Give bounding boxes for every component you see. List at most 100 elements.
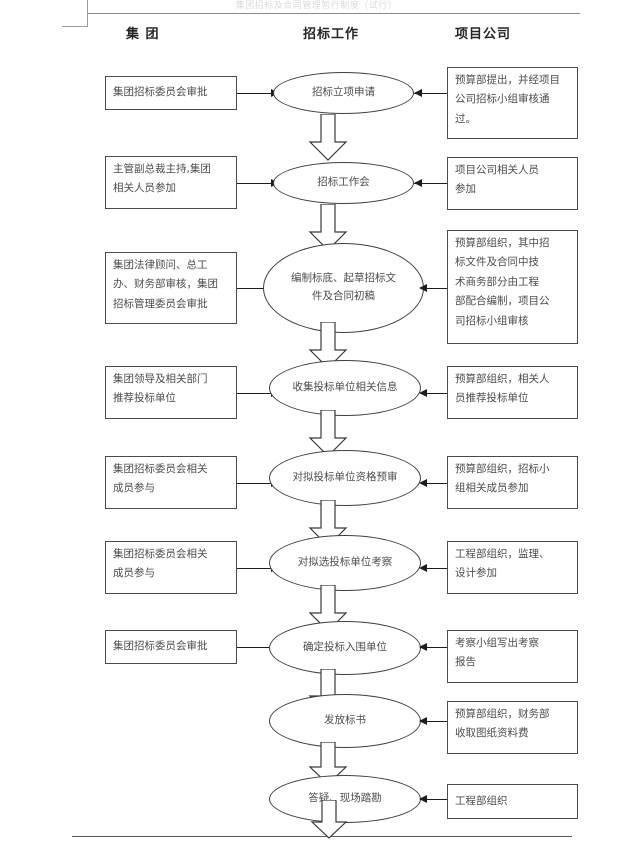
step6-right-line1: 工程部组织，监理、 (455, 548, 550, 560)
step2-right-line2: 参加 (455, 183, 476, 196)
step9-right-arrowhead (419, 794, 427, 803)
step8-center-text: 发放标书 (324, 714, 366, 727)
step2-right-line1: 项目公司相关人员 (455, 164, 539, 176)
step7-right-connector-line (421, 647, 447, 648)
step2-left-connector-line (237, 183, 273, 184)
step3-right-line5: 司招标小组审核 (455, 314, 529, 327)
step6-center-text: 对拟选投标单位考察 (297, 556, 393, 569)
step7-left-text: 集团招标委员会审批 (113, 640, 208, 653)
step6-right-box: 工程部组织，监理、设计参加 (447, 541, 578, 594)
step7-right-line2: 报告 (455, 656, 476, 669)
step2-left-line2: 相关人员参加 (113, 182, 176, 195)
step7-right-text: 考察小组写出考察报告 (455, 634, 570, 673)
step2-left-line1: 主管副总裁主持,集团 (113, 163, 211, 175)
step5-left-text: 集团招标委员会相关成员参与 (113, 460, 229, 499)
step5-right-text: 预算部组织，招标小组相关成员参加 (455, 460, 570, 499)
step2-center-text: 招标工作会 (317, 176, 370, 189)
step4-center-text: 收集投标单位相关信息 (292, 381, 398, 394)
step5-right-arrowhead (419, 478, 427, 487)
step4-left-box: 集团领导及相关部门推荐投标单位 (105, 366, 237, 419)
step3-right-connector-line (421, 288, 447, 289)
step1-left-text: 集团招标委员会审批 (113, 86, 208, 99)
step3-right-box: 预算部组织，其中招标文件及合同中技术商务部分由工程部配合编制，项目公司招标小组审… (447, 230, 578, 344)
step4-right-line2: 员推荐投标单位 (455, 392, 529, 405)
flow-arrow-terminal (310, 800, 348, 840)
step6-right-line2: 设计参加 (455, 567, 497, 580)
step1-left-connector-line (237, 93, 273, 94)
step4-right-box: 预算部组织，相关人员推荐投标单位 (447, 366, 578, 419)
step4-right-connector-line (421, 393, 447, 394)
step3-left-connector-line (237, 288, 273, 289)
step5-center-text: 对拟投标单位资格预审 (292, 471, 398, 484)
step6-left-line1: 集团招标委员会相关 (113, 548, 208, 560)
step2-right-box: 项目公司相关人员参加 (447, 157, 578, 210)
step1-right-box: 预算部提出，并经项目公司招标小组审核通过。 (447, 67, 578, 139)
step1-right-connector-line (414, 93, 447, 94)
step2-left-box: 主管副总裁主持,集团相关人员参加 (105, 156, 237, 209)
step9-right-connector-line (421, 799, 447, 800)
step5-process-ellipse: 对拟投标单位资格预审 (269, 450, 421, 506)
step2-right-arrowhead (414, 178, 422, 187)
step8-right-box: 预算部组织，财务部收取图纸资料费 (447, 701, 578, 754)
step3-center-line2: 件及合同初稿 (312, 290, 375, 302)
step7-right-arrowhead (419, 642, 427, 651)
step8-right-line1: 预算部组织，财务部 (455, 708, 550, 720)
step1-right-arrowhead (414, 88, 422, 97)
step3-right-line4: 部配合编制，项目公 (455, 295, 550, 308)
step3-right-text: 预算部组织，其中招标文件及合同中技术商务部分由工程部配合编制，项目公司招标小组审… (455, 234, 570, 331)
step4-left-connector-line (237, 393, 273, 394)
step2-process-ellipse: 招标工作会 (273, 162, 414, 204)
step2-right-text: 项目公司相关人员参加 (455, 161, 570, 200)
step6-right-text: 工程部组织，监理、设计参加 (455, 545, 570, 584)
margin-crop-mark-horizontal (62, 26, 88, 27)
step1-process-ellipse: 招标立项申请 (273, 72, 414, 114)
step3-right-line3: 术商务部分由工程 (455, 275, 539, 288)
step8-right-line2: 收取图纸资料费 (455, 727, 529, 740)
step3-left-box: 集团法律顾问、总工办、财务部审核，集团招标管理委员会审批 (105, 252, 237, 324)
step3-right-line2: 标文件及合同中技 (455, 256, 539, 269)
step2-right-connector-line (414, 183, 447, 184)
step6-right-arrowhead (419, 563, 427, 572)
step3-right-arrowhead (419, 283, 427, 292)
flow-arrow-2-3 (308, 204, 348, 252)
step7-left-connector-line (237, 647, 273, 648)
step8-right-text: 预算部组织，财务部收取图纸资料费 (455, 705, 570, 744)
step6-process-ellipse: 对拟选投标单位考察 (269, 535, 421, 591)
header-rule (88, 13, 580, 14)
step7-center-text: 确定投标入围单位 (303, 641, 387, 654)
step5-right-box: 预算部组织，招标小组相关成员参加 (447, 456, 578, 509)
step8-process-ellipse: 发放标书 (269, 694, 421, 748)
step7-process-ellipse: 确定投标入围单位 (269, 621, 421, 675)
step8-right-connector-line (421, 721, 447, 722)
step1-left-box: 集团招标委员会审批 (105, 76, 237, 110)
step6-left-box: 集团招标委员会相关成员参与 (105, 541, 237, 594)
step1-right-text: 预算部提出，并经项目公司招标小组审核通过。 (455, 74, 560, 125)
column-header-work: 招标工作 (303, 27, 360, 42)
step3-left-line2: 办、财务部审核，集团 (113, 278, 218, 291)
step9-right-text: 工程部组织 (455, 794, 508, 807)
step3-center-line1: 编制标底、起草招标文 (291, 272, 396, 285)
step1-center-text: 招标立项申请 (312, 86, 375, 99)
step5-right-line1: 预算部组织，招标小 (455, 463, 550, 475)
flow-arrow-4-5 (308, 410, 348, 458)
step4-left-line2: 推荐投标单位 (113, 392, 176, 405)
step5-right-line2: 组相关成员参加 (455, 482, 529, 495)
step3-left-line3: 招标管理委员会审批 (113, 297, 208, 310)
step3-right-line1: 预算部组织，其中招 (455, 237, 550, 249)
step5-left-line2: 成员参与 (113, 482, 155, 495)
step7-right-box: 考察小组写出考察报告 (447, 630, 578, 683)
step6-left-connector-line (237, 568, 273, 569)
step9-right-box: 工程部组织 (447, 784, 578, 819)
column-header-group: 集 团 (126, 27, 160, 42)
step4-left-line1: 集团领导及相关部门 (113, 373, 208, 385)
step4-process-ellipse: 收集投标单位相关信息 (269, 360, 421, 416)
step3-center-text: 编制标底、起草招标文件及合同初稿 (291, 270, 396, 306)
step2-left-text: 主管副总裁主持,集团相关人员参加 (113, 160, 229, 199)
step6-left-text: 集团招标委员会相关成员参与 (113, 545, 229, 584)
step3-left-text: 集团法律顾问、总工办、财务部审核，集团招标管理委员会审批 (113, 256, 229, 314)
step4-right-arrowhead (419, 388, 427, 397)
footer-rule (72, 836, 572, 837)
step4-right-line1: 预算部组织，相关人 (455, 373, 550, 385)
column-header-company: 项目公司 (455, 27, 512, 42)
